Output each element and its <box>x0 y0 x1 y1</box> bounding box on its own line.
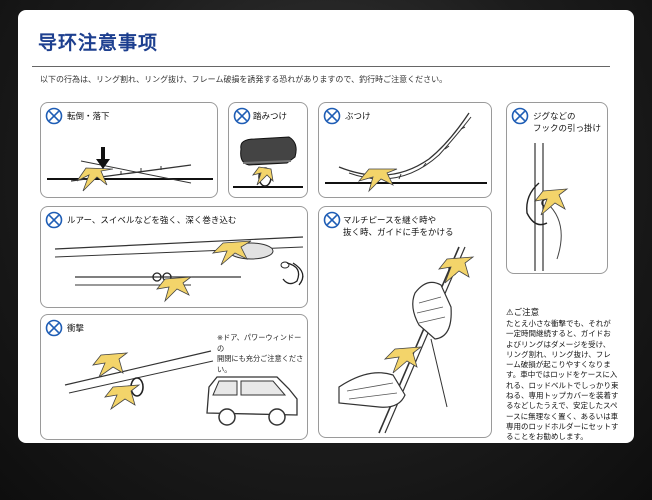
intro-text: 以下の行為は、リング割れ、リング抜け、フレーム破損を誘発する恐れがありますので、… <box>40 75 448 84</box>
caution-heading: ⚠ご注意 <box>506 306 539 318</box>
panel-multipiece: マルチピースを継ぐ時や 抜く時、ガイドに手をかける <box>318 206 492 438</box>
impact-illustration <box>64 350 298 426</box>
panel-label: マルチピースを継ぐ時や 抜く時、ガイドに手をかける <box>343 216 454 238</box>
panel-lure-wind: ルアー、スイベルなどを強く、深く巻き込む <box>40 206 308 308</box>
caution-title: ご注意 <box>513 308 540 318</box>
lure-wind-illustration <box>54 236 304 303</box>
panel-label: 衝撃 <box>67 324 85 334</box>
guide-caution-card: 导环注意事项 以下の行為は、リング割れ、リング抜け、フレーム破損を誘発する恐れが… <box>18 10 634 443</box>
panel-hook-snag: ジグなどの フックの引っ掛け <box>506 102 608 274</box>
panel-impact: 衝撃 ※ドア、パワーウィンドーの 開閉にも充分ご注意ください。 <box>40 314 308 440</box>
page-title: 导环注意事项 <box>38 32 159 54</box>
multipiece-illustration <box>338 246 475 434</box>
prohibited-icon <box>45 211 63 229</box>
prohibited-icon <box>511 107 529 125</box>
hit-illustration <box>325 112 487 193</box>
fall-illustration <box>47 147 213 192</box>
prohibited-icon <box>45 319 63 337</box>
panel-label: ぶつけ <box>345 112 371 122</box>
panel-note: ※ドア、パワーウィンドーの 開閉にも充分ご注意ください。 <box>217 333 304 374</box>
caution-body: たとえ小さな衝撃でも、それが 一定時間継続すると、ガイドお よびリングはダメージ… <box>506 319 619 442</box>
panel-fall: 転倒・落下 <box>40 102 218 198</box>
panel-hit: ぶつけ <box>318 102 492 198</box>
panel-step-on: 踏みつけ <box>228 102 308 198</box>
prohibited-icon <box>323 107 341 125</box>
prohibited-icon <box>45 107 63 125</box>
panel-label: ジグなどの フックの引っ掛け <box>533 112 602 134</box>
panel-label: 転倒・落下 <box>67 112 110 122</box>
impact-burst <box>76 167 114 192</box>
down-arrow-icon <box>96 147 110 169</box>
prohibited-icon <box>233 107 251 125</box>
prohibited-icon <box>323 211 341 229</box>
step-on-illustration <box>233 136 303 188</box>
warning-icon: ⚠ <box>506 308 514 318</box>
panel-label: ルアー、スイベルなどを強く、深く巻き込む <box>67 216 237 226</box>
title-divider <box>32 66 610 67</box>
panel-label: 踏みつけ <box>253 112 288 122</box>
hook-snag-illustration <box>526 143 569 271</box>
